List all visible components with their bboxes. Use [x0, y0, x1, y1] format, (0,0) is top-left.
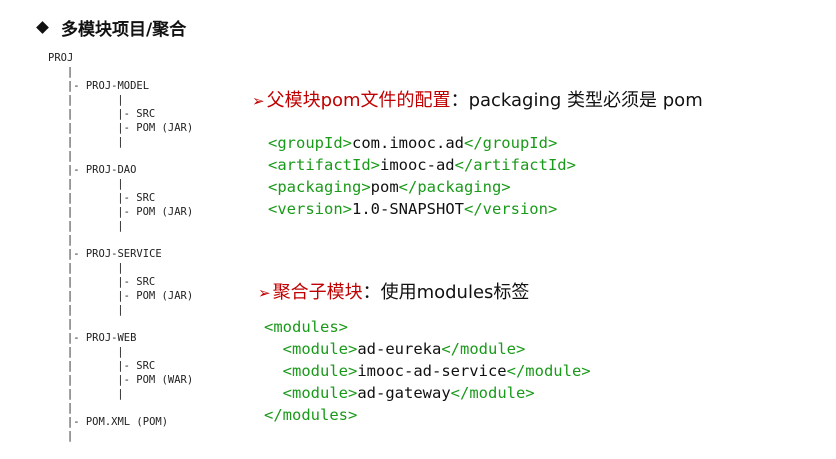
- xml-tag: <modules>: [264, 318, 348, 336]
- tree-module-label: |- PROJ-DAO: [66, 164, 137, 176]
- arrow-bullet-icon: ➢: [258, 284, 271, 302]
- parent-pom-code: <groupId>com.imooc.ad</groupId><artifact…: [268, 132, 576, 220]
- xml-tag: <module>: [282, 384, 358, 402]
- module-code-line: <module>imooc-ad-service</module>: [264, 360, 591, 382]
- xml-tag: </version>: [463, 200, 558, 218]
- xml-tag: </module>: [506, 362, 591, 380]
- tree-file-label: |- POM (JAR): [117, 122, 194, 134]
- modules-open-line: <modules>: [264, 316, 591, 338]
- aggregate-label: 聚合子模块: [272, 282, 363, 303]
- parent-pom-colon: ：: [450, 90, 469, 111]
- parent-pom-heading: ➢ 父模块pom文件的配置 ： packaging 类型必须是 pom: [252, 86, 703, 112]
- xml-tag: <module>: [282, 362, 358, 380]
- tree-file-label: |- POM (JAR): [117, 290, 194, 302]
- tree-module-label: |- PROJ-SERVICE: [66, 248, 162, 260]
- xml-tag: </packaging>: [398, 178, 511, 196]
- tree-file-label: |- POM (JAR): [117, 206, 194, 218]
- aggregate-colon: ：: [362, 282, 381, 303]
- tree-module-label: |- PROJ-WEB: [66, 332, 137, 344]
- parent-pom-code-line: <groupId>com.imooc.ad</groupId>: [268, 132, 576, 154]
- xml-value: pom: [370, 178, 399, 196]
- modules-code: <modules> <module>ad-eureka</module> <mo…: [264, 316, 591, 426]
- tree-file-label: |- POM (WAR): [117, 374, 194, 386]
- module-code-line: <module>ad-eureka</module>: [264, 338, 591, 360]
- xml-tag: <artifactId>: [268, 156, 380, 174]
- xml-tag: </groupId>: [463, 134, 558, 152]
- xml-value: imooc-ad-service: [357, 362, 507, 380]
- module-code-line: <module>ad-gateway</module>: [264, 382, 591, 404]
- modules-close-line: </modules>: [264, 404, 591, 426]
- xml-value: 1.0-SNAPSHOT: [352, 200, 464, 218]
- xml-tag: </module>: [441, 340, 526, 358]
- xml-tag: </modules>: [264, 406, 358, 424]
- diamond-bullet-icon: [36, 20, 49, 34]
- arrow-bullet-icon: ➢: [252, 92, 265, 110]
- tree-file-label: |- SRC: [117, 360, 156, 372]
- tree-file-label: |- SRC: [117, 276, 156, 288]
- parent-pom-code-line: <packaging>pom</packaging>: [268, 176, 576, 198]
- parent-pom-description: packaging 类型必须是 pom: [468, 90, 703, 111]
- xml-value: ad-gateway: [357, 384, 451, 402]
- xml-tag: <module>: [282, 340, 358, 358]
- parent-pom-code-line: <artifactId>imooc-ad</artifactId>: [268, 154, 576, 176]
- aggregate-heading: ➢ 聚合子模块 ： 使用modules标签: [258, 278, 529, 304]
- slide-title: 多模块项目/聚合: [36, 14, 187, 40]
- tree-file-label: |- SRC: [117, 108, 156, 120]
- tree-root-label: PROJ: [48, 52, 74, 64]
- xml-tag: <packaging>: [268, 178, 371, 196]
- tree-file-label: |- SRC: [117, 192, 156, 204]
- xml-tag: </module>: [450, 384, 535, 402]
- xml-tag: <version>: [268, 200, 352, 218]
- slide-title-text: 多模块项目/聚合: [61, 19, 187, 40]
- xml-value: com.imooc.ad: [352, 134, 464, 152]
- xml-tag: <groupId>: [268, 134, 352, 152]
- xml-value: imooc-ad: [379, 156, 455, 174]
- aggregate-description: 使用modules标签: [380, 282, 530, 303]
- xml-value: ad-eureka: [357, 340, 442, 358]
- parent-pom-label: 父模块pom文件的配置: [266, 90, 451, 111]
- xml-tag: </artifactId>: [454, 156, 576, 174]
- parent-pom-code-line: <version>1.0-SNAPSHOT</version>: [268, 198, 576, 220]
- tree-pom-label: |- POM.XML (POM): [66, 416, 169, 428]
- tree-module-label: |- PROJ-MODEL: [66, 80, 150, 92]
